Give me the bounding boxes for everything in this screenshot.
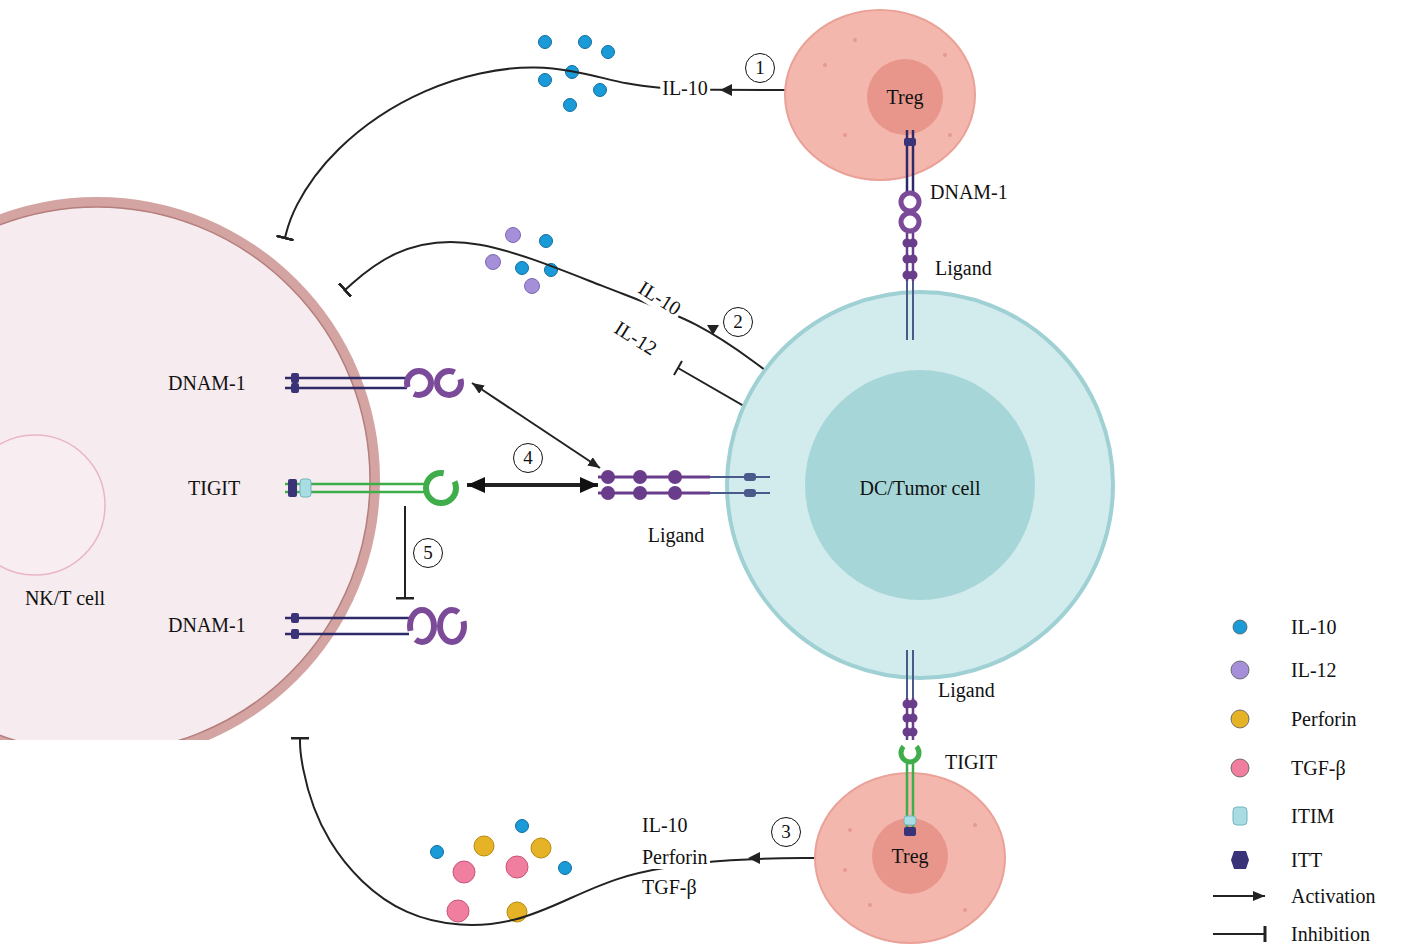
legend-sample bbox=[1205, 845, 1271, 875]
callout-number: 1 bbox=[745, 53, 775, 83]
nk-t-cell: NK/T cellDNAM-1TIGITDNAM-1 bbox=[0, 202, 380, 740]
legend-sample bbox=[1205, 612, 1271, 642]
dnam1-receptor: DNAM-1 bbox=[160, 600, 472, 650]
treg-cell: Treg bbox=[785, 5, 980, 180]
legend-entry: Inhibition bbox=[1205, 917, 1415, 948]
legend-label: IL-12 bbox=[1291, 659, 1337, 682]
il10-particles-top bbox=[539, 36, 615, 112]
legend-label: TGF-β bbox=[1291, 757, 1346, 780]
tigit-receptor: TIGIT bbox=[160, 470, 465, 506]
receptor-label: DNAM-1 bbox=[930, 180, 1008, 204]
legend-label: ITT bbox=[1291, 849, 1322, 872]
dnam1-receptor: DNAM-1 bbox=[160, 365, 472, 401]
inhibition-curve bbox=[300, 738, 815, 925]
receptor-label: TIGIT bbox=[945, 750, 997, 774]
cytokine-label: IL-10 bbox=[660, 76, 710, 100]
inhibition-curve bbox=[285, 67, 785, 238]
callout-number: 5 bbox=[413, 538, 443, 568]
node-label: Ligand bbox=[648, 523, 705, 547]
legend-sample bbox=[1205, 704, 1271, 734]
inhibition-line bbox=[404, 506, 406, 598]
secreted-factor-label: TGF-β bbox=[640, 875, 699, 899]
legend-entry: ITIM bbox=[1205, 799, 1415, 833]
legend-sample bbox=[1205, 881, 1271, 911]
node-label: DNAM-1 bbox=[168, 371, 246, 395]
legend-swatch bbox=[1231, 661, 1249, 679]
cytokine-particles-middle bbox=[486, 228, 558, 294]
cytokine-label: IL-12 bbox=[609, 315, 664, 362]
node-label: Treg bbox=[891, 844, 928, 868]
legend-label: ITIM bbox=[1291, 805, 1334, 828]
legend-entry: Perforin bbox=[1205, 702, 1415, 736]
legend-label: IL-10 bbox=[1291, 616, 1337, 639]
legend-entry: IL-12 bbox=[1205, 653, 1415, 687]
legend-label: Perforin bbox=[1291, 708, 1357, 731]
dc-tumor-cell: DC/Tumor cellLigand bbox=[725, 290, 1115, 680]
secreted-factor-label: IL-10 bbox=[640, 813, 690, 837]
callout-number: 2 bbox=[723, 307, 753, 337]
legend-swatch bbox=[1231, 710, 1249, 728]
legend-sample bbox=[1205, 655, 1271, 685]
inhibition-sample bbox=[1264, 926, 1267, 942]
legend-label: Activation bbox=[1291, 885, 1375, 908]
legend-label: Inhibition bbox=[1291, 923, 1370, 946]
node-label: TIGIT bbox=[188, 476, 240, 500]
legend-swatch bbox=[1233, 620, 1247, 634]
treg-cell-shape bbox=[785, 5, 980, 180]
legend-sample bbox=[1205, 801, 1271, 831]
callout-number: 4 bbox=[513, 443, 543, 473]
ligand-label: Ligand bbox=[935, 256, 992, 280]
cytokine-label: IL-10 bbox=[633, 275, 688, 322]
legend-sample bbox=[1205, 753, 1271, 783]
ligand: Ligand bbox=[598, 462, 773, 548]
legend-sample bbox=[1205, 919, 1271, 948]
callout-number: 3 bbox=[771, 817, 801, 847]
ligand-label: Ligand bbox=[938, 678, 995, 702]
legend-entry: IL-10 bbox=[1205, 610, 1415, 644]
legend-swatch bbox=[1233, 807, 1247, 825]
legend-swatch bbox=[1231, 759, 1249, 777]
legend-entry: Activation bbox=[1205, 879, 1415, 913]
treg-cell: Treg bbox=[815, 770, 1010, 945]
node-label: DNAM-1 bbox=[168, 613, 246, 637]
binding-arrow bbox=[467, 483, 598, 487]
inhibition-curve bbox=[345, 242, 765, 370]
node-label: NK/T cell bbox=[25, 586, 105, 610]
legend-entry: TGF-β bbox=[1205, 751, 1415, 785]
legend-entry: ITT bbox=[1205, 843, 1415, 877]
inhibition-sample bbox=[1213, 933, 1265, 935]
activation-sample bbox=[1213, 895, 1265, 897]
legend-swatch bbox=[1231, 851, 1249, 869]
secreted-factor-label: Perforin bbox=[640, 845, 710, 869]
node-label: DC/Tumor cell bbox=[860, 476, 981, 500]
nk-t-cell-shape bbox=[0, 202, 380, 740]
node-label: Treg bbox=[886, 85, 923, 109]
